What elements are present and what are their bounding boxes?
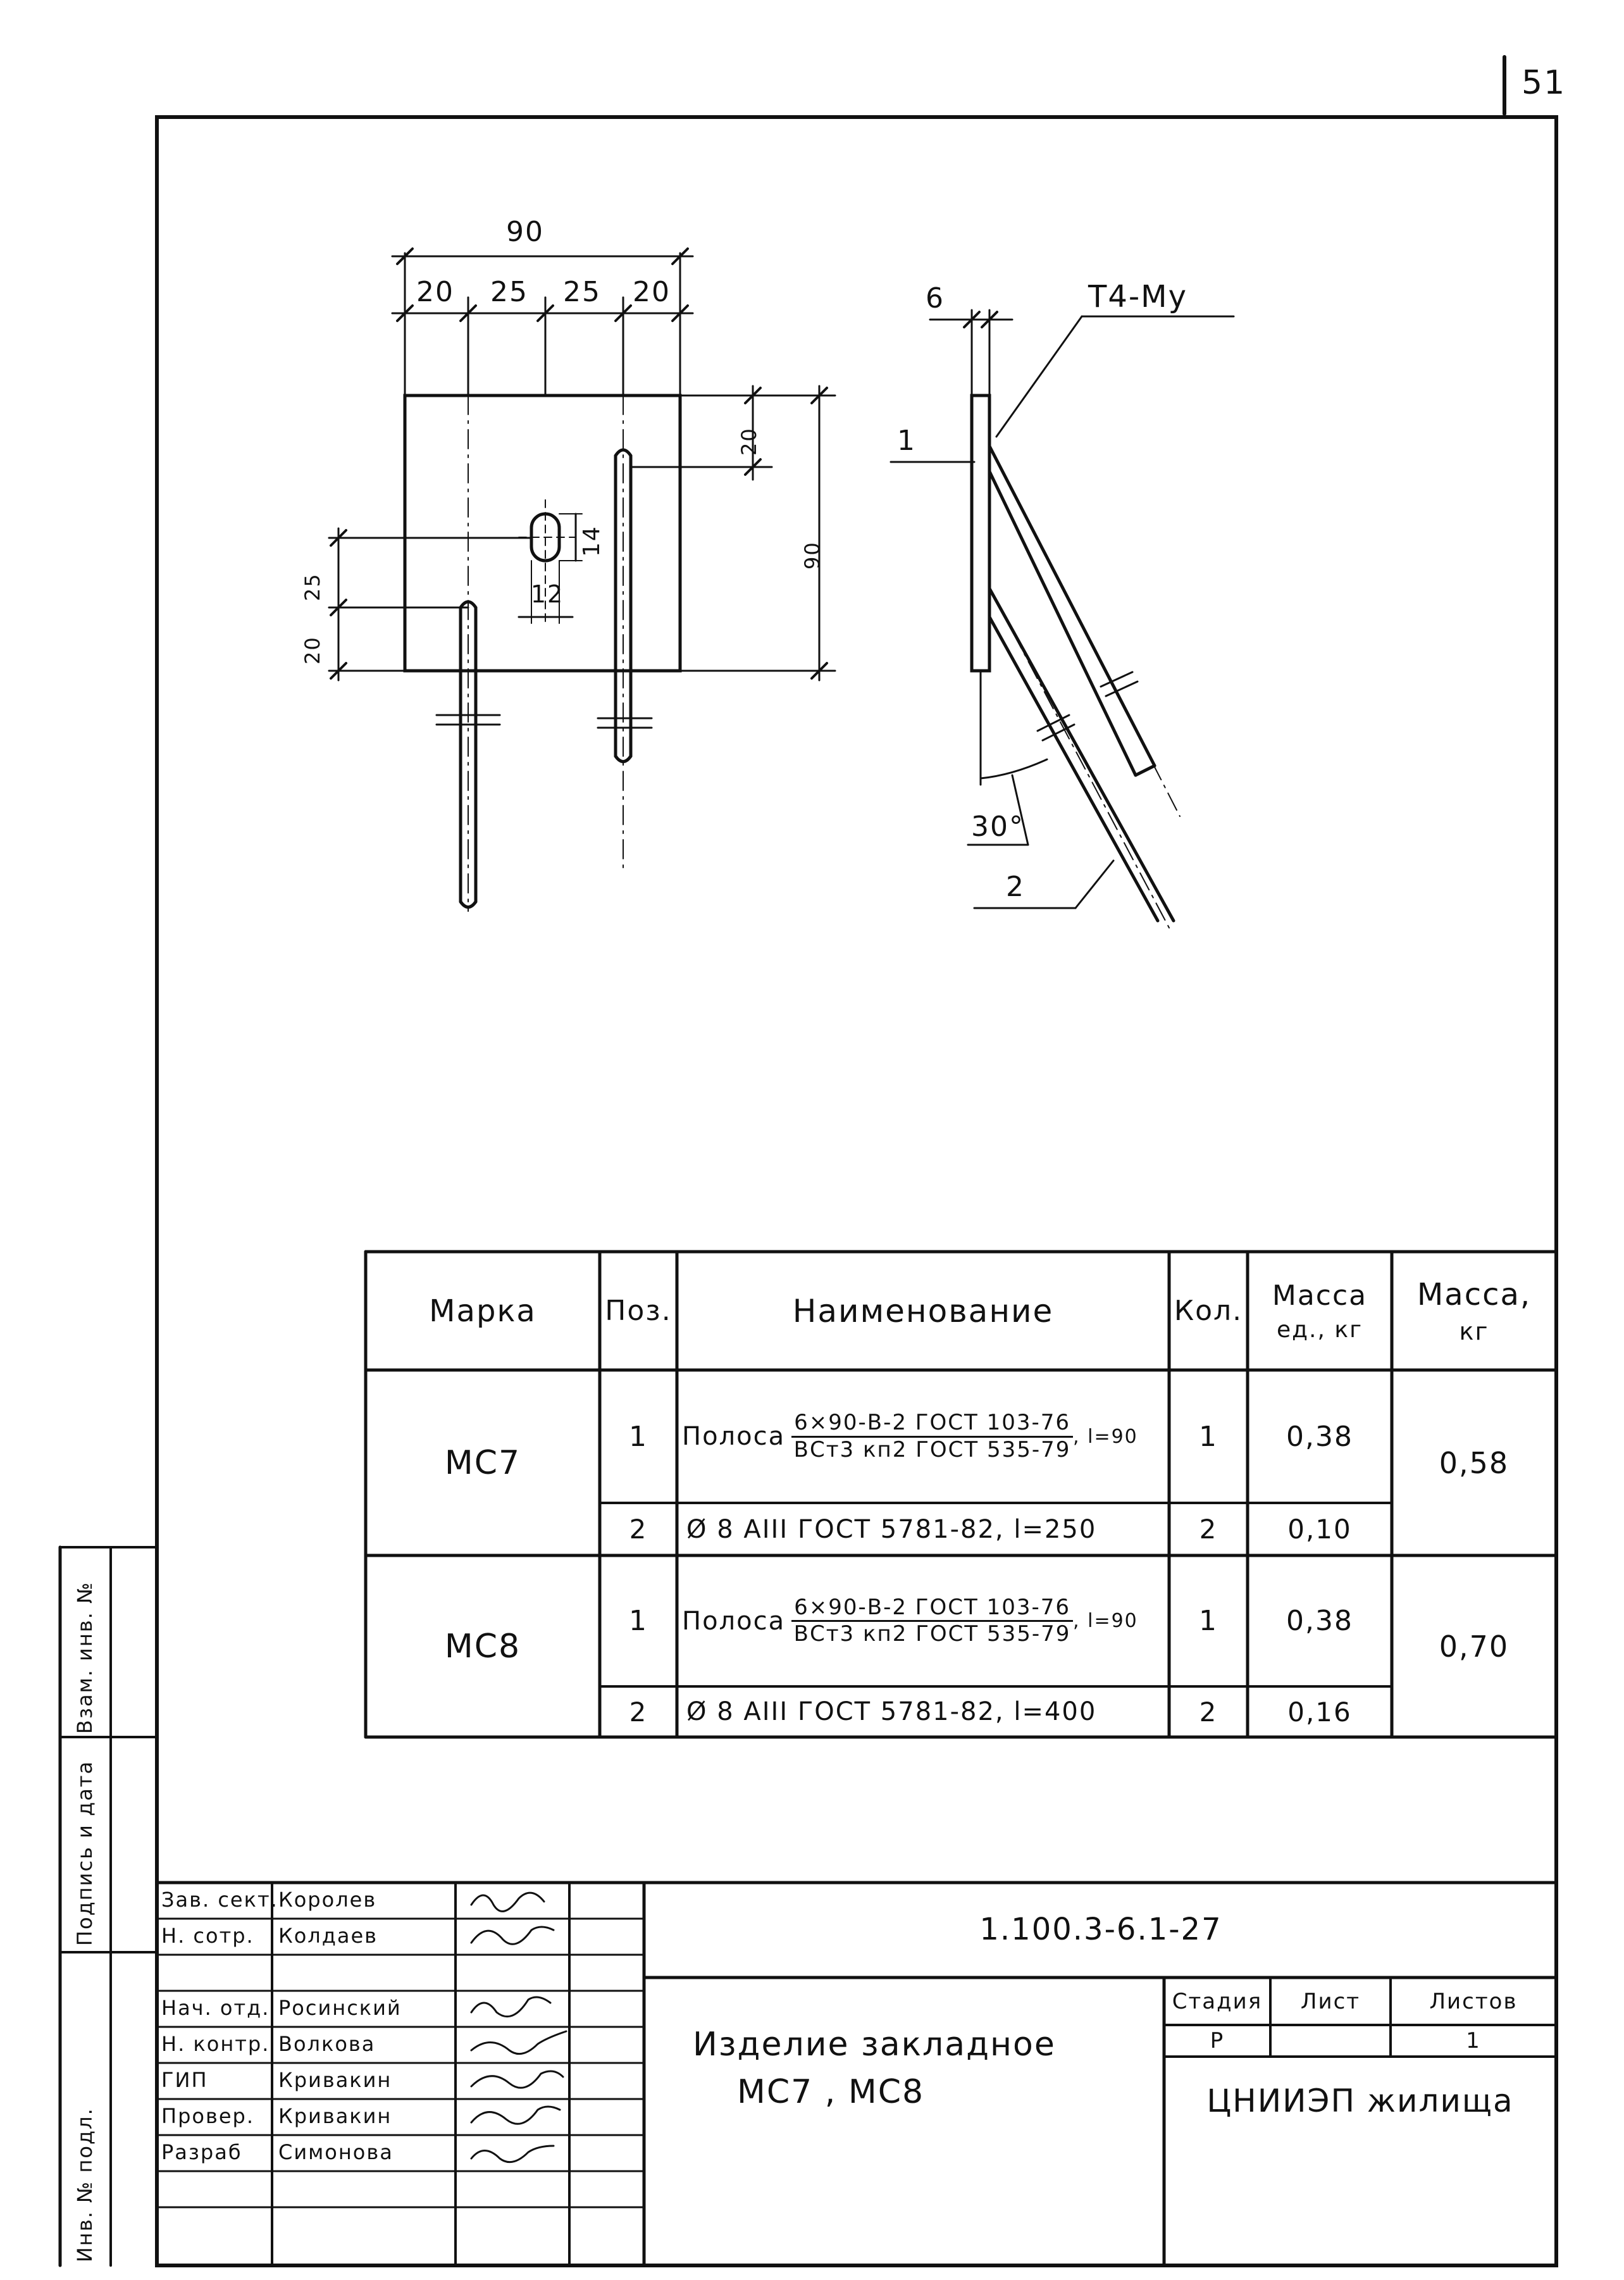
header-mark: Марка [429, 1293, 536, 1329]
dim-top-offset: 20 [737, 427, 761, 456]
document-title-line1: Изделие закладное [693, 2026, 1056, 2064]
staff-name-2: Колдаев [278, 1924, 378, 1948]
name-fraction: 6×90-В-2 ГОСТ 103-76 ВСт3 кп2 ГОСТ 535-7… [791, 1595, 1074, 1647]
stage-label: Стадия [1172, 1988, 1263, 2014]
name-suffix: , l=90 [1073, 1425, 1138, 1448]
header-pos: Поз. [605, 1295, 672, 1327]
dim-overall-height: 90 [800, 541, 824, 570]
name-ms7-2: Ø 8 АIII ГОСТ 5781-82, l=250 [686, 1514, 1097, 1544]
unit-mass-ms8-1: 0,38 [1286, 1605, 1353, 1637]
staff-role-7: Провер. [161, 2104, 254, 2128]
dim-hole-width: 12 [530, 580, 564, 608]
angle-label: 30° [971, 811, 1024, 843]
fraction-bottom: ВСт3 кп2 ГОСТ 535-79 [793, 1621, 1071, 1647]
name-ms8-2: Ø 8 АIII ГОСТ 5781-82, l=400 [686, 1697, 1097, 1726]
document-title-line2: МС7 , МС8 [737, 2073, 925, 2111]
drawing-frame [155, 115, 1558, 2267]
header-mass-line1: Масса, [1416, 1276, 1532, 1312]
bar-right [614, 448, 633, 763]
sheets-value: 1 [1466, 2028, 1481, 2053]
weld-code: Т4-Му [1088, 279, 1187, 315]
plate-outline [403, 394, 682, 673]
total-mass-ms7: 0,58 [1439, 1445, 1509, 1480]
dim-width-part-1: 20 [416, 276, 454, 308]
staff-role-8: Разраб [161, 2140, 242, 2164]
stage-value: Р [1210, 2028, 1225, 2053]
spec-table-grid [364, 1250, 1558, 1739]
dim-left-upper: 25 [301, 573, 325, 601]
qty-ms7-2: 2 [1199, 1514, 1218, 1545]
unit-mass-ms7-1: 0,38 [1286, 1420, 1353, 1453]
stamp-original-inventory: Инв. № подл. [73, 2107, 97, 2262]
dim-thickness: 6 [926, 282, 945, 315]
name-ms8-1: Полоса 6×90-В-2 ГОСТ 103-76 ВСт3 кп2 ГОС… [682, 1555, 1167, 1686]
fraction-top: 6×90-В-2 ГОСТ 103-76 [791, 1595, 1074, 1622]
header-qty: Кол. [1174, 1295, 1243, 1327]
sheet-value [1270, 2025, 1391, 2057]
pos-ms8-2: 2 [629, 1696, 648, 1728]
pos-ms7-1: 1 [629, 1420, 648, 1453]
pos-ms7-2: 2 [629, 1514, 648, 1545]
side-view [889, 309, 1235, 931]
signatures [470, 1891, 567, 2164]
staff-role-6: ГИП [161, 2068, 208, 2092]
title-block-grid [155, 1881, 1558, 2267]
dim-overall-width: 90 [506, 216, 544, 248]
staff-name-4: Росинский [278, 1996, 402, 2020]
stamp-replacement-inventory: Взам. инв. № [73, 1581, 97, 1734]
mark-ms7: МС7 [444, 1443, 521, 1482]
qty-ms7-1: 1 [1199, 1420, 1218, 1453]
stamp-signature-date: Подпись и дата [73, 1760, 97, 1946]
mark-ms8: МС8 [444, 1627, 521, 1666]
organization: ЦНИИЭП жилища [1206, 2083, 1514, 2119]
position-label-1: 1 [897, 425, 916, 457]
bar-left [459, 600, 478, 909]
qty-ms8-1: 1 [1199, 1605, 1218, 1637]
staff-role-5: Н. контр. [161, 2032, 270, 2056]
dim-hole-height: 14 [579, 525, 605, 557]
name-prefix: Полоса [682, 1606, 786, 1636]
fraction-bottom: ВСт3 кп2 ГОСТ 535-79 [793, 1436, 1071, 1462]
dim-width-part-2: 25 [490, 276, 528, 308]
header-mass-line2: кг [1459, 1317, 1489, 1345]
header-unit-mass: Масса ед., кг [1248, 1252, 1392, 1370]
name-suffix: , l=90 [1073, 1610, 1138, 1632]
dim-width-part-3: 25 [563, 276, 601, 308]
total-mass-ms8: 0,70 [1439, 1629, 1509, 1664]
staff-name-8: Симонова [278, 2140, 394, 2164]
staff-name-5: Волкова [278, 2032, 376, 2056]
staff-role-2: Н. сотр. [161, 1924, 254, 1948]
header-unit-mass-line1: Масса [1272, 1279, 1368, 1312]
document-code: 1.100.3-6.1-27 [979, 1912, 1222, 1947]
staff-name-1: Королев [278, 1888, 377, 1912]
fraction-top: 6×90-В-2 ГОСТ 103-76 [791, 1411, 1074, 1438]
staff-name-7: Кривакин [278, 2104, 392, 2128]
name-fraction: 6×90-В-2 ГОСТ 103-76 ВСт3 кп2 ГОСТ 535-7… [791, 1411, 1074, 1462]
header-unit-mass-line2: ед., кг [1276, 1316, 1363, 1343]
unit-mass-ms8-2: 0,16 [1287, 1696, 1352, 1728]
side-plate [970, 394, 991, 673]
name-ms7-1: Полоса 6×90-В-2 ГОСТ 103-76 ВСт3 кп2 ГОС… [682, 1370, 1167, 1503]
leader-weld [995, 315, 1083, 438]
unit-mass-ms7-2: 0,10 [1287, 1514, 1352, 1545]
front-view [328, 247, 836, 912]
dim-width-part-4: 20 [633, 276, 671, 308]
pos-ms8-1: 1 [629, 1605, 648, 1637]
name-prefix: Полоса [682, 1422, 786, 1451]
staff-name-6: Кривакин [278, 2068, 392, 2092]
sheets-label: Листов [1429, 1988, 1518, 2014]
sheet-label: Лист [1300, 1988, 1361, 2014]
staff-role-4: Нач. отд. [161, 1996, 270, 2020]
position-label-2: 2 [1006, 871, 1025, 903]
staff-role-1: Зав. сект. [161, 1888, 278, 1912]
header-name: Наименование [792, 1292, 1054, 1330]
header-mass: Масса, кг [1392, 1252, 1556, 1370]
qty-ms8-2: 2 [1199, 1696, 1218, 1728]
dim-left-lower: 20 [301, 636, 325, 664]
page-number: 51 [1522, 64, 1566, 102]
